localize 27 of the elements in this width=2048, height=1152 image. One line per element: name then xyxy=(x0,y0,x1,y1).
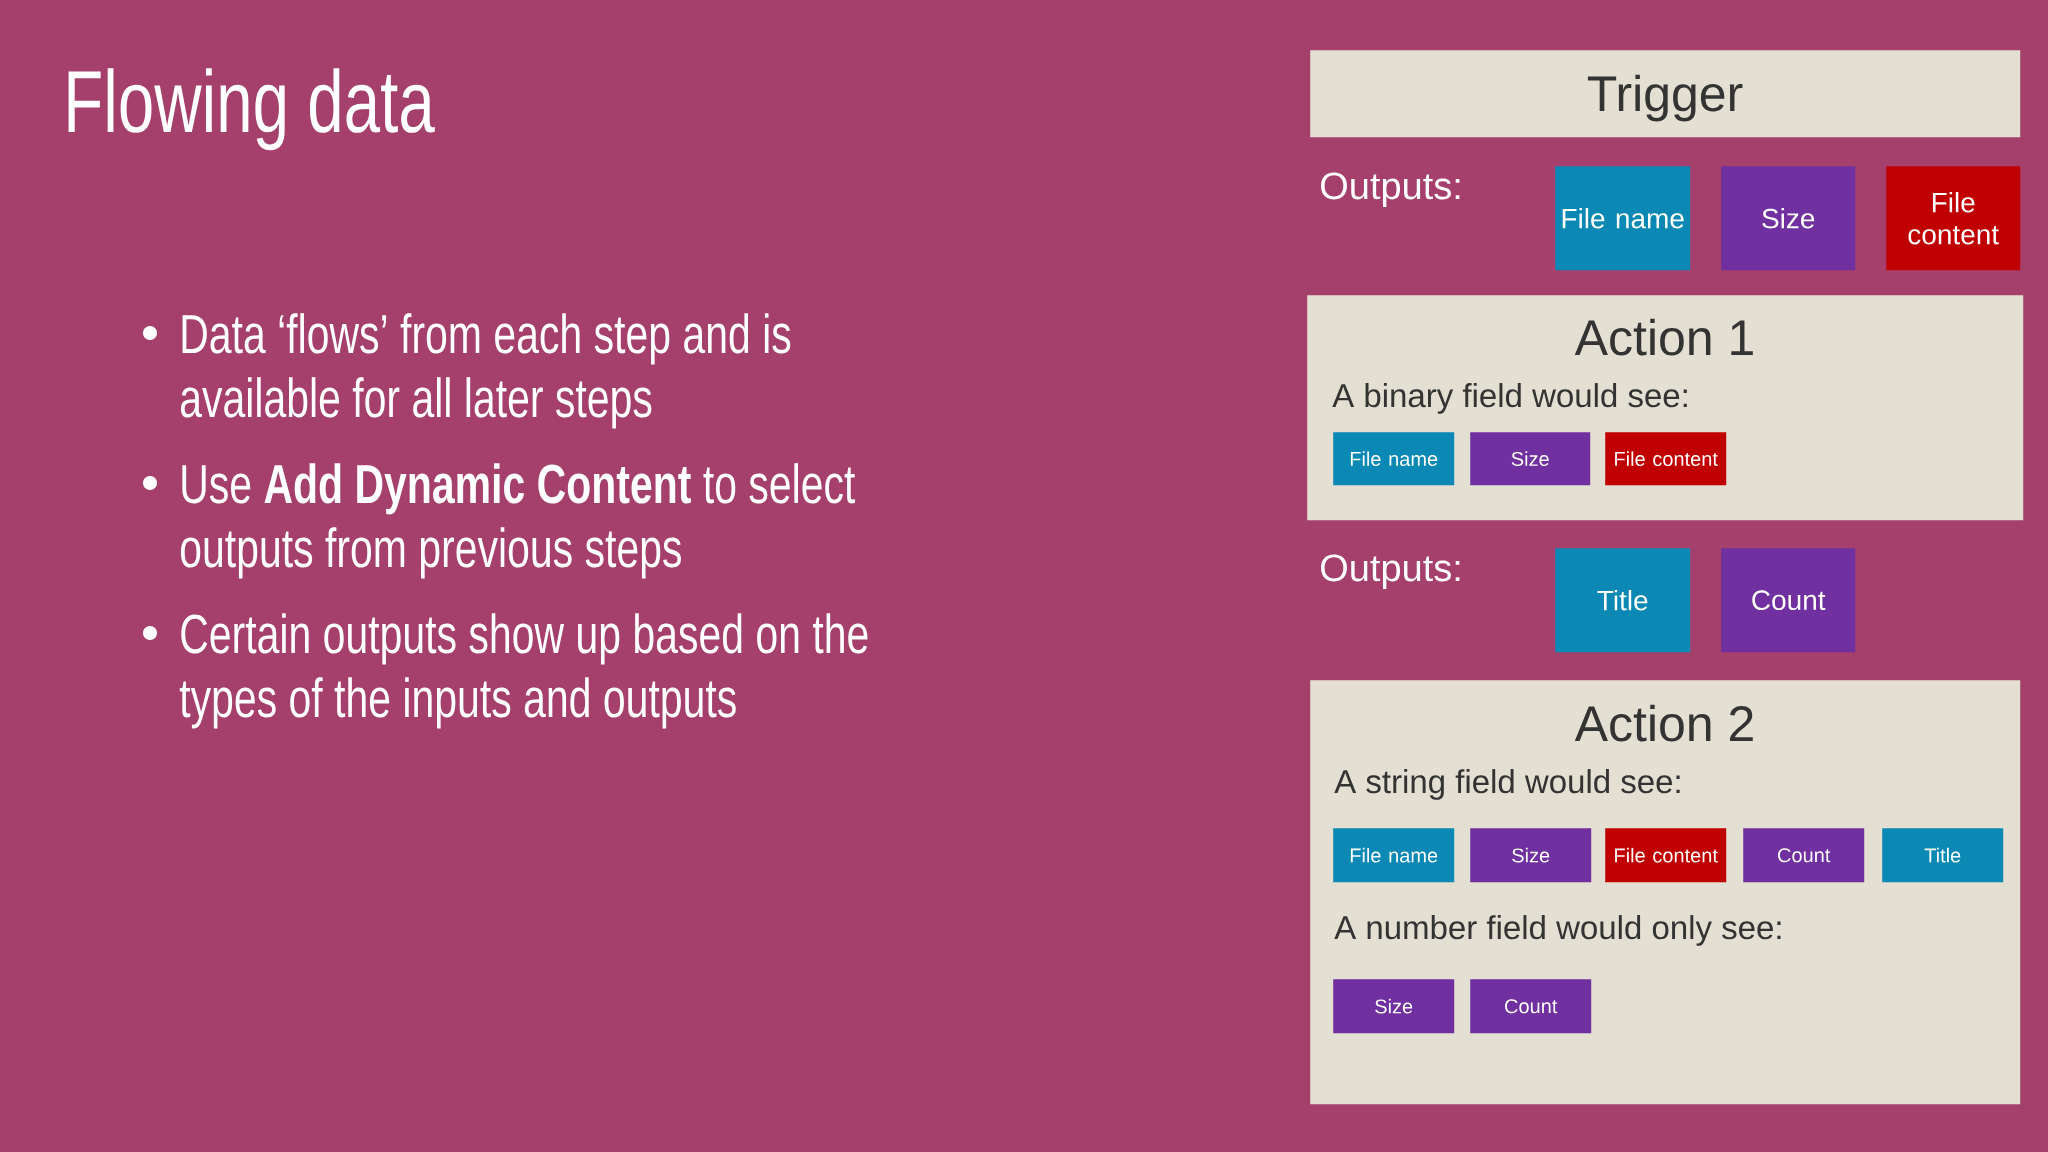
panel-heading: Trigger xyxy=(1587,74,1743,122)
output-chip: Count xyxy=(1743,828,1865,883)
panel-text: A number field would only see: xyxy=(1334,915,1781,946)
panel-text: A string field would see: xyxy=(1334,769,1680,800)
output-chip: File content xyxy=(1605,432,1727,486)
bullet-text: Certain outputs show up based on the types of the inputs and outputs xyxy=(179,613,868,729)
output-chip: Size xyxy=(1470,828,1592,883)
bullet-text: Data ‘flows’ from each step and is available for all later steps xyxy=(180,313,791,429)
panel-heading: Action 2 xyxy=(1574,704,1753,742)
panel-heading: Action 1 xyxy=(1574,318,1753,356)
output-tile: File name xyxy=(1555,166,1691,271)
row-label: Outputs: xyxy=(1321,172,1460,207)
bullet-text: Use Add Dynamic Content to select outputs from previous steps xyxy=(180,463,856,579)
row-label: Outputs: xyxy=(1321,554,1460,589)
output-chip: File name xyxy=(1333,432,1455,486)
output-tile: File content xyxy=(1886,166,2021,271)
panel-text: A binary field would see: xyxy=(1332,383,1687,414)
output-tile: Title xyxy=(1555,548,1691,653)
output-chip: Title xyxy=(1882,828,2004,883)
slide-title: Flowing data xyxy=(68,68,435,151)
output-chip: Size xyxy=(1333,979,1455,1034)
output-tile: Count xyxy=(1721,548,1856,653)
output-chip: File name xyxy=(1333,828,1455,883)
output-chip: File content xyxy=(1605,828,1727,883)
output-tile: Size xyxy=(1721,166,1856,271)
output-chip: Size xyxy=(1470,432,1591,486)
output-chip: Count xyxy=(1470,979,1592,1034)
